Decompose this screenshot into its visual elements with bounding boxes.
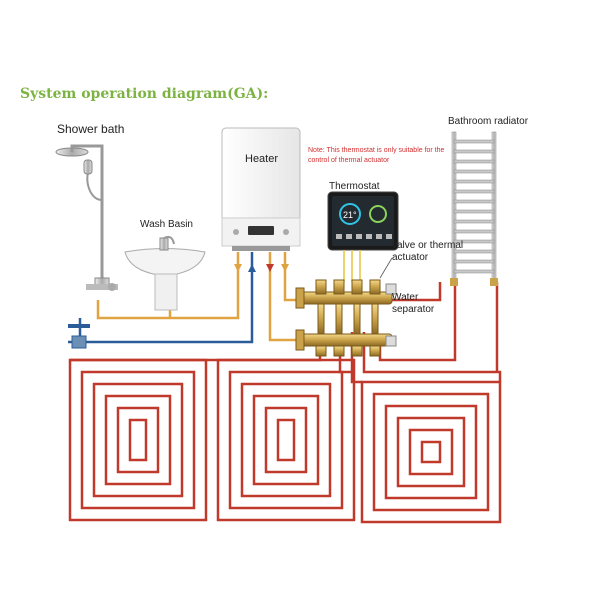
loop-feed-left	[70, 330, 322, 362]
water-separator-manifold	[295, 279, 397, 357]
shower-bath-label: Shower bath	[57, 122, 125, 136]
water-separator-label: Water separator	[392, 292, 435, 315]
floor-loop-middle	[216, 358, 356, 522]
thermostat-device: 21°	[327, 191, 399, 251]
diagram-title: System operation diagram(GA):	[20, 86, 269, 102]
arrow-supply	[281, 264, 289, 272]
floor-loop-left	[68, 358, 208, 522]
arrow-return	[266, 264, 274, 272]
shower-fixture	[55, 144, 118, 291]
hot-pipe-shower	[96, 252, 240, 320]
wash-basin	[124, 235, 206, 311]
valve-label: valve or thermal actuator	[392, 240, 464, 263]
loop-feed-right-2	[362, 332, 502, 382]
heater-boiler	[221, 127, 301, 251]
valve-leader-line	[379, 257, 393, 279]
thermostat-label: Thermostat	[329, 181, 380, 192]
floor-loop-right	[360, 380, 502, 524]
heater-label: Heater	[245, 153, 279, 165]
flow-arrows	[234, 264, 289, 272]
thermostat-wires	[343, 250, 361, 282]
cold-inlet-valve	[68, 324, 90, 349]
thermostat-note: Note: This thermostat is only suitable f…	[308, 147, 445, 164]
bathroom-radiator-label: Bathroom radiator	[448, 116, 529, 127]
wash-basin-label: Wash Basin	[140, 219, 193, 230]
thermostat-temperature: 21°	[343, 210, 357, 220]
arrow-cold-up	[248, 264, 256, 272]
arrow-hot-down	[234, 264, 242, 272]
floor-heating-loops	[68, 330, 502, 524]
cold-pipe-main	[68, 252, 254, 344]
bathroom-radiator	[450, 131, 498, 286]
